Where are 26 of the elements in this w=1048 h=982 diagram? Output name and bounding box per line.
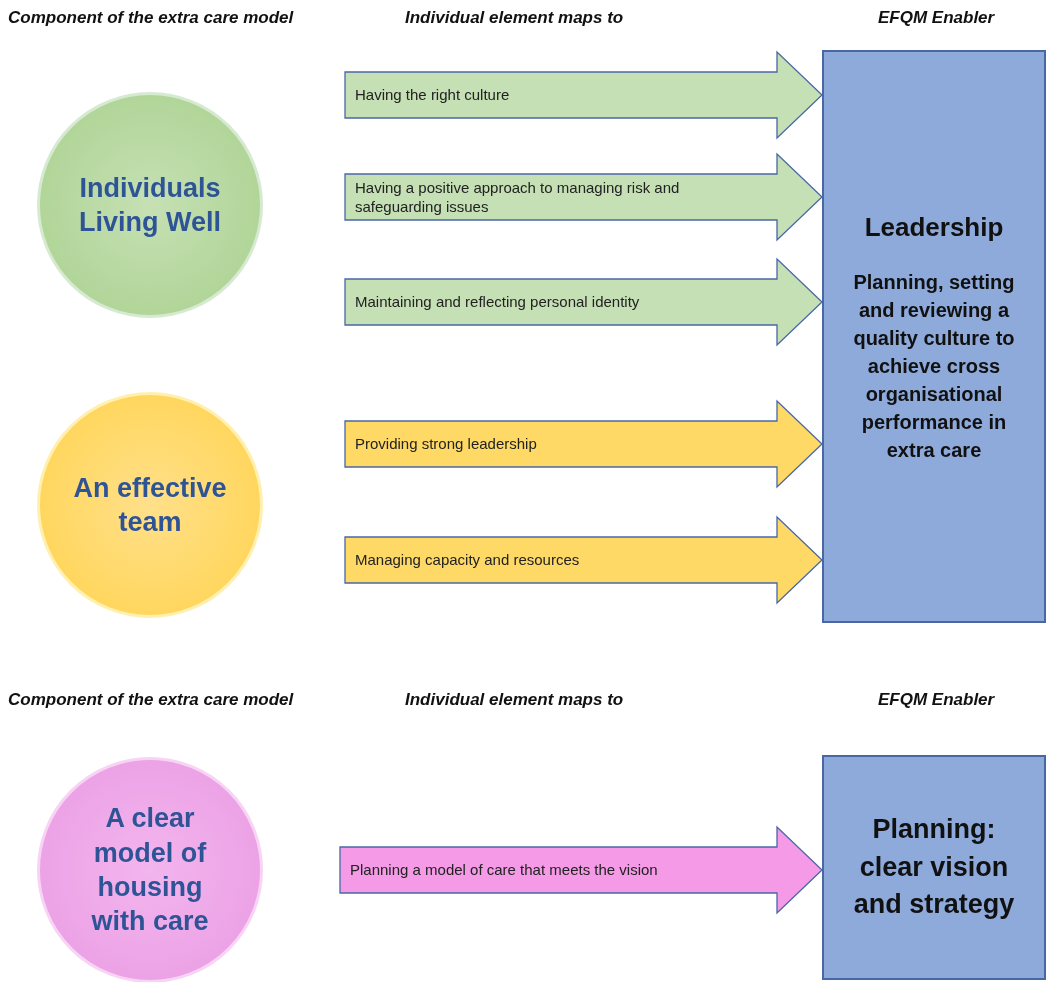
node-description: Planning, setting and reviewing a quality culture to achieve cross organisational performance in extra care (852, 269, 1016, 463)
column-heading: EFQM Enabler (878, 8, 995, 28)
block-arrow (344, 50, 823, 140)
column-heading: Individual element maps to (405, 8, 624, 28)
block-arrow (344, 399, 823, 489)
enabler-box (822, 755, 1046, 980)
edge-label: Having the right culture (355, 85, 511, 106)
column-heading: Individual element maps to (405, 690, 624, 710)
enabler-box (822, 50, 1046, 623)
node-title: Individuals Living Well (78, 171, 222, 239)
node-title: A clear model of housing with care (90, 802, 210, 939)
block-arrow (344, 257, 823, 347)
node-title: An effective team (72, 471, 228, 539)
block-arrow (339, 825, 823, 915)
node-title: Planning: clear vision and strategy (852, 812, 1016, 922)
edge-label: Having a positive approach to managing risk and safeguarding issues (355, 177, 681, 217)
edge-label: Planning a model of care that meets the vision (350, 860, 659, 881)
edge-label: Providing strong leadership (355, 434, 538, 455)
column-heading: EFQM Enabler (878, 690, 995, 710)
column-heading: Component of the extra care model (8, 690, 294, 710)
column-heading: Component of the extra care model (8, 8, 294, 28)
block-arrow (344, 152, 823, 242)
edge-label: Managing capacity and resources (355, 550, 581, 571)
block-arrow (344, 515, 823, 605)
node-title: Leadership (864, 211, 1004, 245)
edge-label: Maintaining and reflecting personal identity (355, 292, 641, 313)
